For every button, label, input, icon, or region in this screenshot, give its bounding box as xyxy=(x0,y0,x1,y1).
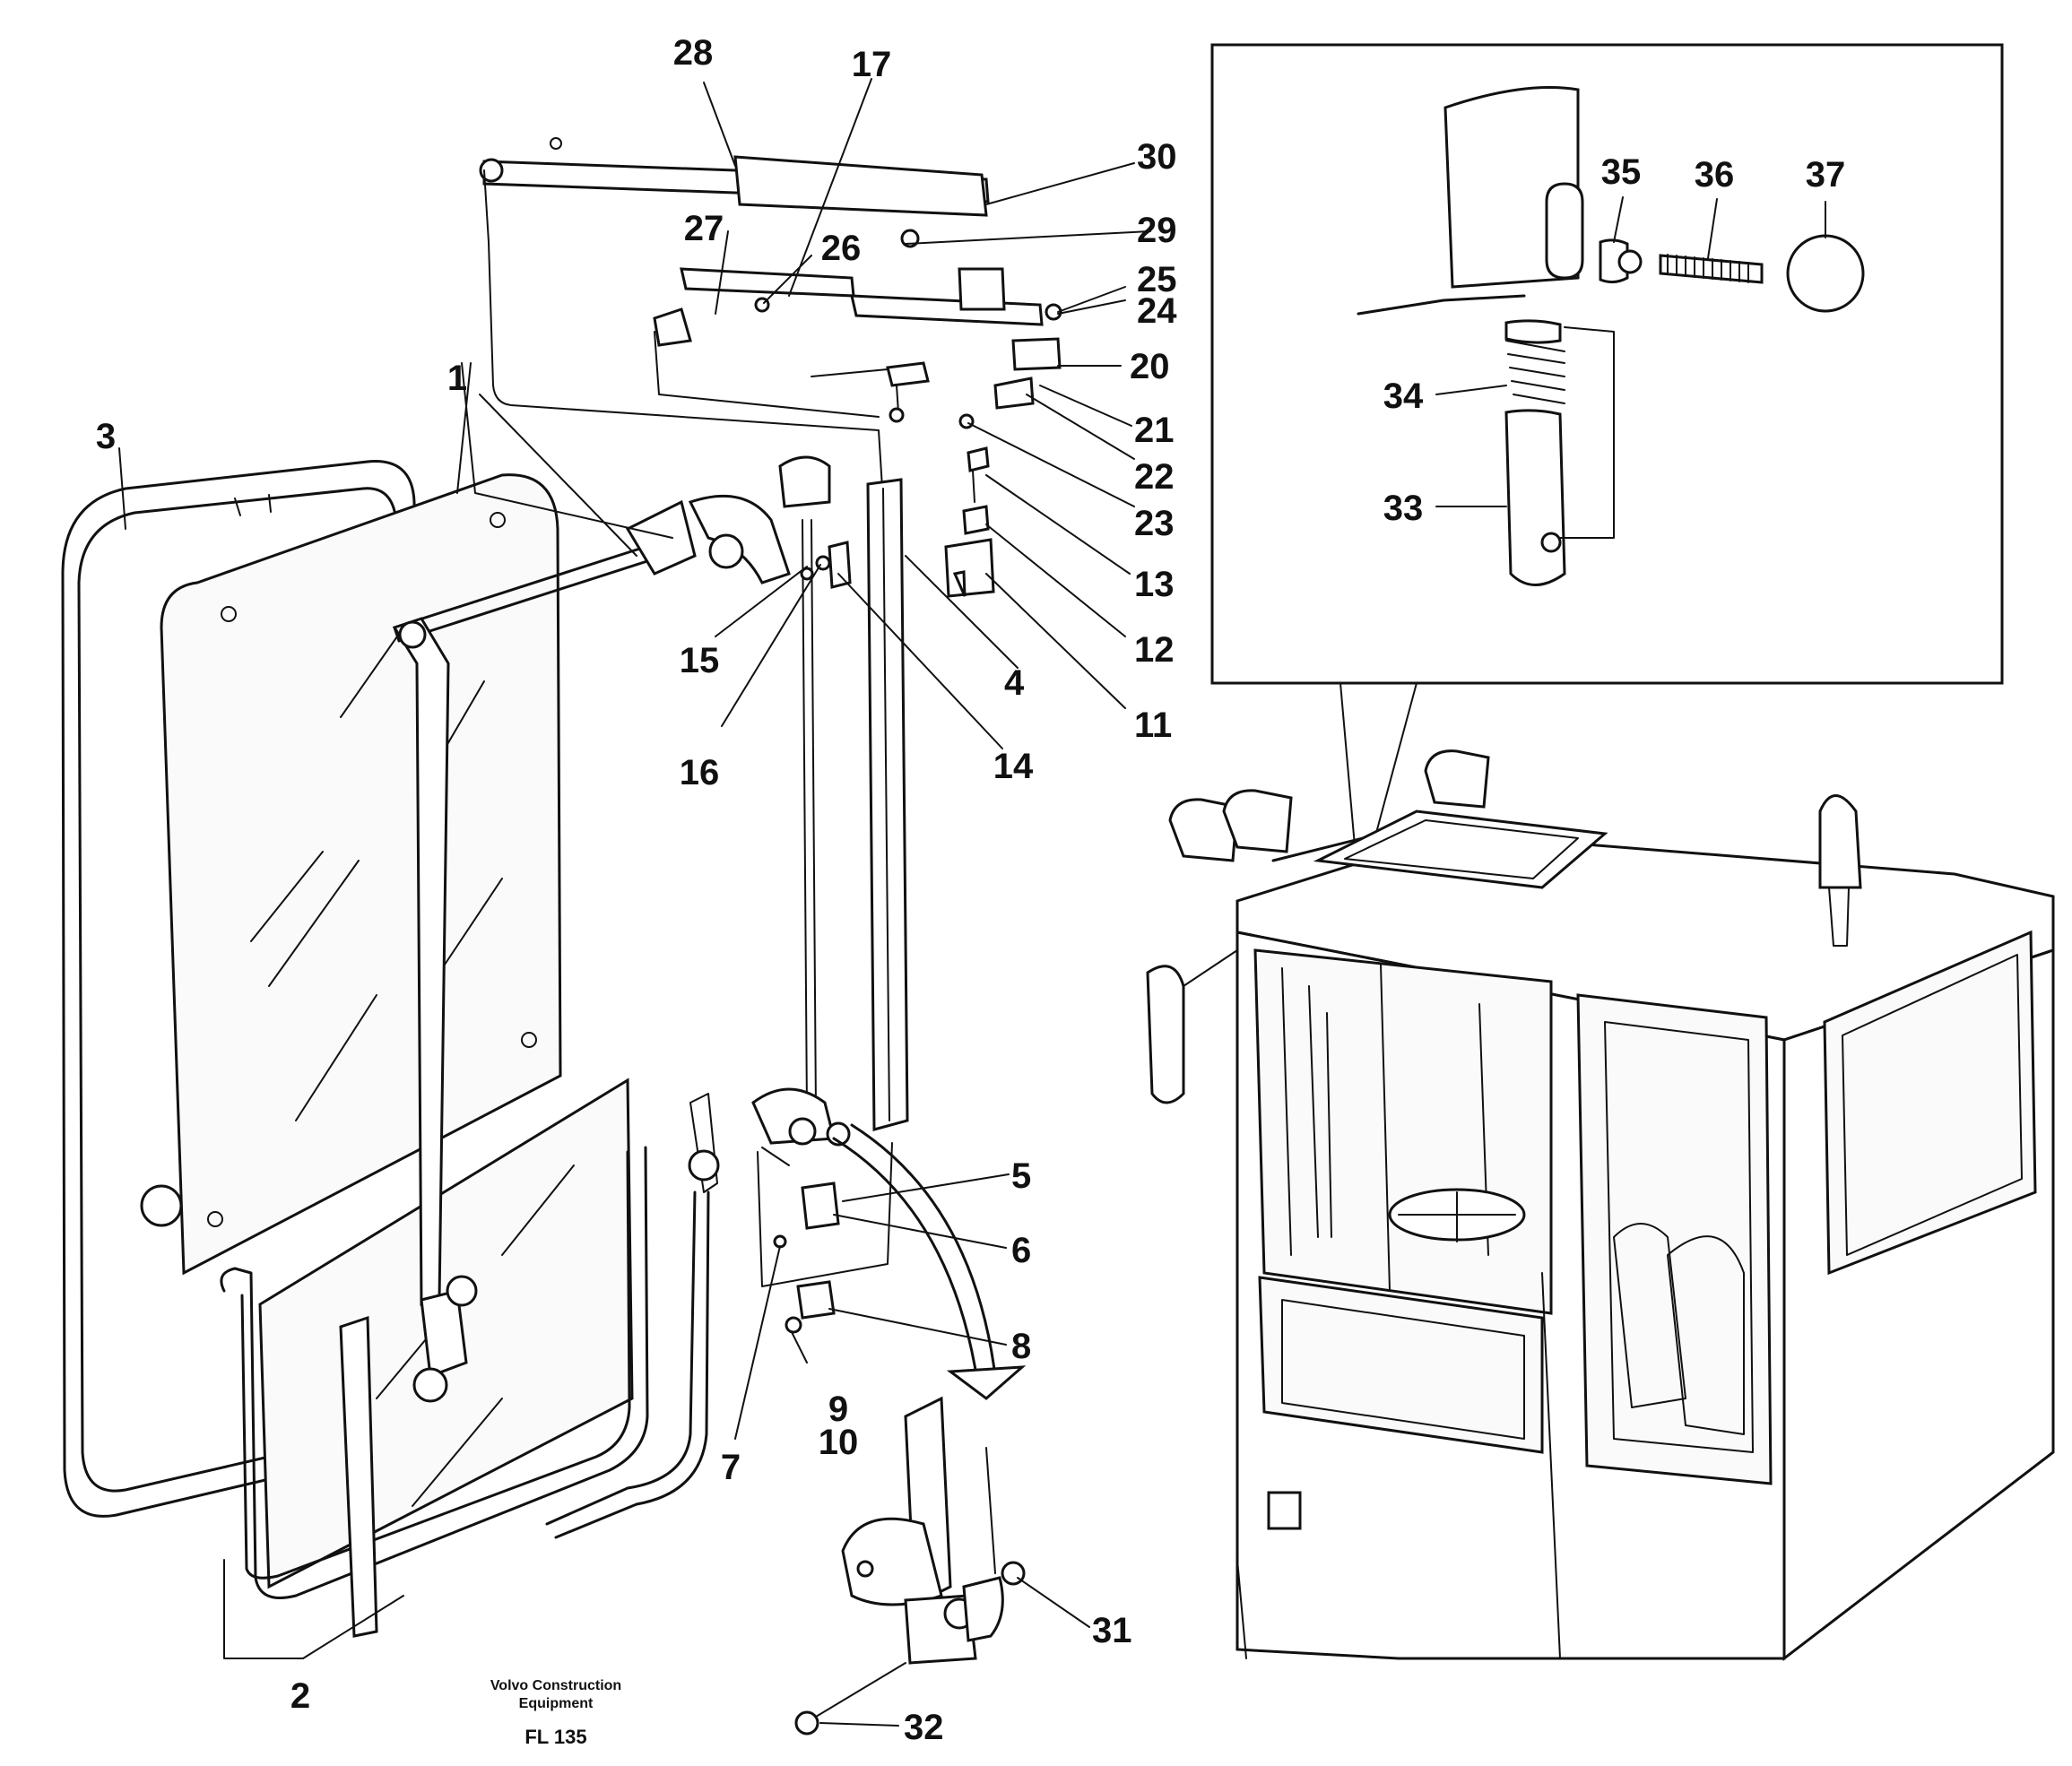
callout-33: 33 xyxy=(1383,489,1424,528)
caption-maker-line2: Equipment xyxy=(519,1696,594,1711)
callout-23: 23 xyxy=(1134,504,1175,543)
upper-glass-pane xyxy=(140,473,562,1276)
callout-1: 1 xyxy=(447,359,467,398)
leader-lines xyxy=(118,78,1826,1727)
window-lift-arm xyxy=(339,494,791,1638)
callout-36: 36 xyxy=(1695,155,1735,195)
callout-21: 21 xyxy=(1134,411,1175,450)
callout-30: 30 xyxy=(1137,137,1177,177)
callout-3: 3 xyxy=(96,417,116,456)
callout-4: 4 xyxy=(1004,663,1025,703)
callout-12: 12 xyxy=(1134,630,1175,670)
callout-16: 16 xyxy=(680,753,720,792)
callout-31: 31 xyxy=(1092,1611,1132,1650)
vertical-guide-rail xyxy=(751,455,909,1287)
pin-and-spring-parts xyxy=(944,446,995,598)
caption-maker-line1: Volvo Construction xyxy=(490,1678,621,1693)
callout-8: 8 xyxy=(1011,1327,1031,1366)
callout-32: 32 xyxy=(904,1708,944,1747)
callout-5: 5 xyxy=(1011,1156,1031,1196)
callout-24: 24 xyxy=(1137,291,1177,331)
window-seal-frame xyxy=(61,460,423,1518)
callout-2: 2 xyxy=(290,1676,310,1716)
callout-7: 7 xyxy=(721,1448,741,1487)
inset-door-post xyxy=(1357,86,1865,586)
callout-17: 17 xyxy=(852,45,892,84)
callout-labels: 28 17 30 27 26 29 25 24 20 21 22 23 13 1… xyxy=(96,33,1845,1747)
callout-22: 22 xyxy=(1134,457,1175,497)
top-rail-assembly xyxy=(479,137,1062,503)
callout-11: 11 xyxy=(1134,706,1172,745)
callout-10: 10 xyxy=(819,1423,859,1462)
callout-13: 13 xyxy=(1134,565,1175,604)
callout-37: 37 xyxy=(1806,155,1846,195)
callout-27: 27 xyxy=(684,209,724,248)
callout-29: 29 xyxy=(1137,211,1177,250)
callout-35: 35 xyxy=(1601,152,1642,192)
callout-34: 34 xyxy=(1383,377,1424,416)
callout-20: 20 xyxy=(1130,347,1170,386)
callout-25: 25 xyxy=(1137,260,1177,299)
callout-6: 6 xyxy=(1011,1231,1031,1270)
callout-15: 15 xyxy=(680,641,720,680)
callout-26: 26 xyxy=(821,229,862,268)
callout-9: 9 xyxy=(828,1389,848,1429)
cab-illustration xyxy=(1146,749,2055,1662)
caption-model: FL 135 xyxy=(525,1726,586,1748)
hinge-detail-bottom xyxy=(794,1396,1026,1736)
inset-detail-frame xyxy=(1210,43,2004,685)
callout-28: 28 xyxy=(673,33,714,73)
drawing-caption: Volvo Construction Equipment FL 135 xyxy=(490,1678,621,1748)
callout-14: 14 xyxy=(993,747,1034,786)
